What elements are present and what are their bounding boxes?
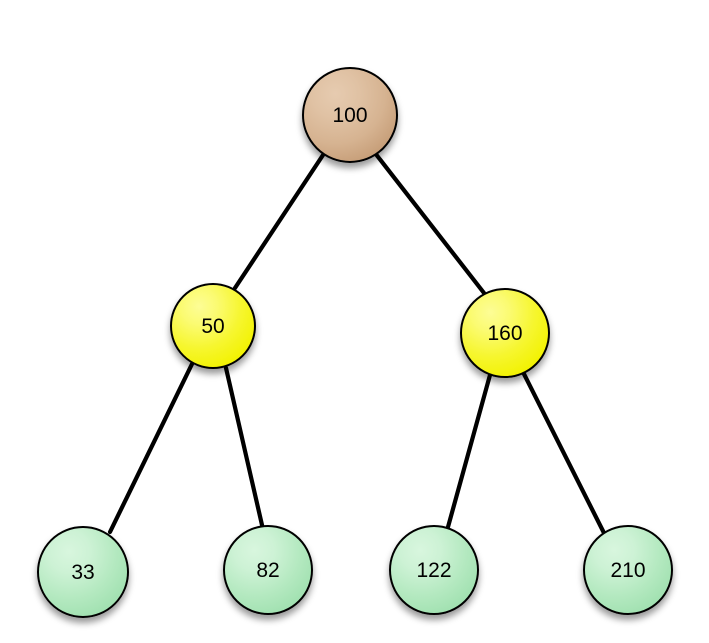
tree-edge	[372, 150, 487, 296]
tree-node-label: 100	[332, 103, 368, 127]
tree-node-50[interactable]: 50	[170, 283, 256, 369]
tree-node-122[interactable]: 122	[389, 525, 479, 615]
tree-edge	[107, 361, 195, 535]
tree-node-label: 33	[71, 560, 95, 584]
tree-edge	[445, 372, 493, 530]
tree-node-82[interactable]: 82	[223, 525, 313, 615]
tree-node-160[interactable]: 160	[460, 288, 550, 378]
tree-node-label: 50	[201, 314, 225, 338]
tree-edge	[521, 371, 607, 536]
tree-node-100[interactable]: 100	[302, 67, 398, 163]
tree-node-33[interactable]: 33	[37, 526, 129, 618]
tree-node-label: 122	[416, 558, 452, 582]
tree-edge	[232, 152, 326, 291]
tree-node-210[interactable]: 210	[583, 525, 673, 615]
tree-node-label: 82	[256, 558, 280, 582]
edges-group	[107, 150, 607, 536]
tree-edge	[223, 365, 265, 528]
tree-node-label: 210	[610, 558, 646, 582]
tree-node-label: 160	[487, 321, 523, 345]
